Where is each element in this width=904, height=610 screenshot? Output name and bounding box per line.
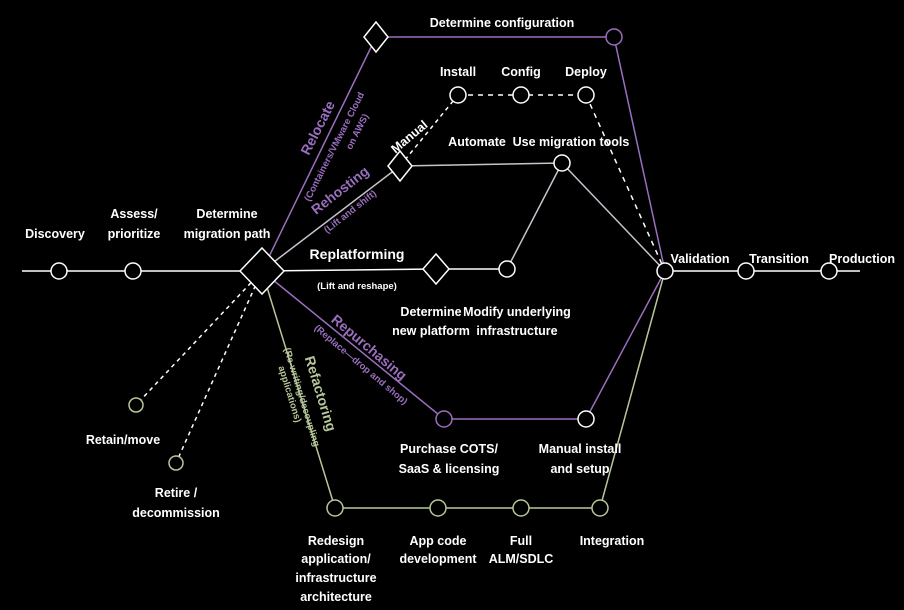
retain-node — [128, 397, 144, 413]
refactoring-line — [261, 270, 666, 509]
determine-platform-diamond — [422, 252, 450, 286]
full-alm-node — [512, 499, 530, 517]
manual-label: Manual — [388, 118, 430, 156]
tools-validation-line — [561, 162, 666, 272]
app-code-label-line1: App code — [410, 534, 467, 548]
migration-path-diamond — [238, 246, 286, 296]
app-code-label-line2: development — [399, 552, 477, 566]
determine-platform-label-line2: new platform — [392, 324, 470, 338]
use-tools-label: Use migration tools — [513, 135, 630, 149]
determine-config-node — [605, 28, 623, 46]
automate-label: Automate — [448, 135, 506, 149]
assess-label-line1: Assess/ — [110, 207, 158, 221]
migration-tools-node — [553, 154, 571, 172]
determine-platform-label-line1: Determine — [400, 305, 461, 319]
config-node — [512, 86, 530, 104]
retain-dashed-line — [135, 270, 263, 406]
replatforming-title: Replatforming — [310, 246, 405, 262]
integration-node — [591, 499, 609, 517]
validation-node — [656, 262, 674, 280]
full-alm-label-line1: Full — [510, 534, 532, 548]
relocate-diamond — [363, 20, 389, 54]
relocate-line — [261, 36, 666, 272]
install-node — [449, 86, 467, 104]
replatforming-line — [261, 268, 437, 272]
transition-node — [737, 262, 755, 280]
validation-label: Validation — [670, 252, 729, 266]
retire-label-line1: Retire / — [155, 486, 198, 500]
deploy-label: Deploy — [565, 65, 607, 79]
repurchasing-line — [261, 270, 666, 420]
deploy-node — [577, 86, 595, 104]
deploy-validation-dashed — [585, 94, 666, 272]
integration-label: Integration — [580, 534, 645, 548]
transition-label: Transition — [749, 252, 809, 266]
determine-path-label-line2: migration path — [184, 227, 271, 241]
assess-label-line2: prioritize — [108, 227, 161, 241]
full-alm-label-line2: ALM/SDLC — [489, 552, 554, 566]
redesign-label-line4: architecture — [300, 590, 372, 604]
step-labels: Discovery Assess/ prioritize Determine m… — [25, 16, 895, 604]
config-label: Config — [501, 65, 541, 79]
install-label: Install — [440, 65, 476, 79]
lift-reshape-label: (Lift and reshape) — [317, 281, 397, 292]
redesign-node — [326, 499, 344, 517]
automate-line — [399, 162, 563, 167]
discovery-node — [50, 262, 68, 280]
rehosting-line — [261, 165, 401, 272]
retire-dashed-line — [175, 270, 263, 464]
retire-node — [168, 455, 184, 471]
purchase-label-line2: SaaS & licensing — [399, 462, 500, 476]
app-code-node — [429, 499, 447, 517]
retain-label: Retain/move — [86, 433, 160, 447]
determine-config-label: Determine configuration — [430, 16, 574, 30]
manual-install-label-line2: and setup — [550, 462, 609, 476]
modify-infra-node — [498, 260, 516, 278]
assess-node — [124, 262, 142, 280]
redesign-label-line1: Redesign — [308, 534, 364, 548]
rehosting-diamond — [387, 149, 413, 183]
modify-tools-line — [506, 162, 563, 270]
purchase-node — [435, 410, 453, 428]
production-label: Production — [829, 252, 895, 266]
purchase-label-line1: Purchase COTS/ — [400, 442, 498, 456]
modify-infra-label-line2: infrastructure — [476, 324, 557, 338]
discovery-label: Discovery — [25, 227, 85, 241]
connectors — [22, 36, 860, 509]
determine-path-label-line1: Determine — [196, 207, 257, 221]
redesign-label-line3: infrastructure — [295, 571, 376, 585]
redesign-label-line2: application/ — [301, 552, 371, 566]
retire-label-line2: decommission — [132, 506, 220, 520]
modify-infra-label-line1: Modify underlying — [463, 305, 571, 319]
manual-install-node — [577, 410, 595, 428]
nodes — [50, 20, 838, 517]
manual-install-label-line1: Manual install — [539, 442, 622, 456]
production-node — [820, 262, 838, 280]
